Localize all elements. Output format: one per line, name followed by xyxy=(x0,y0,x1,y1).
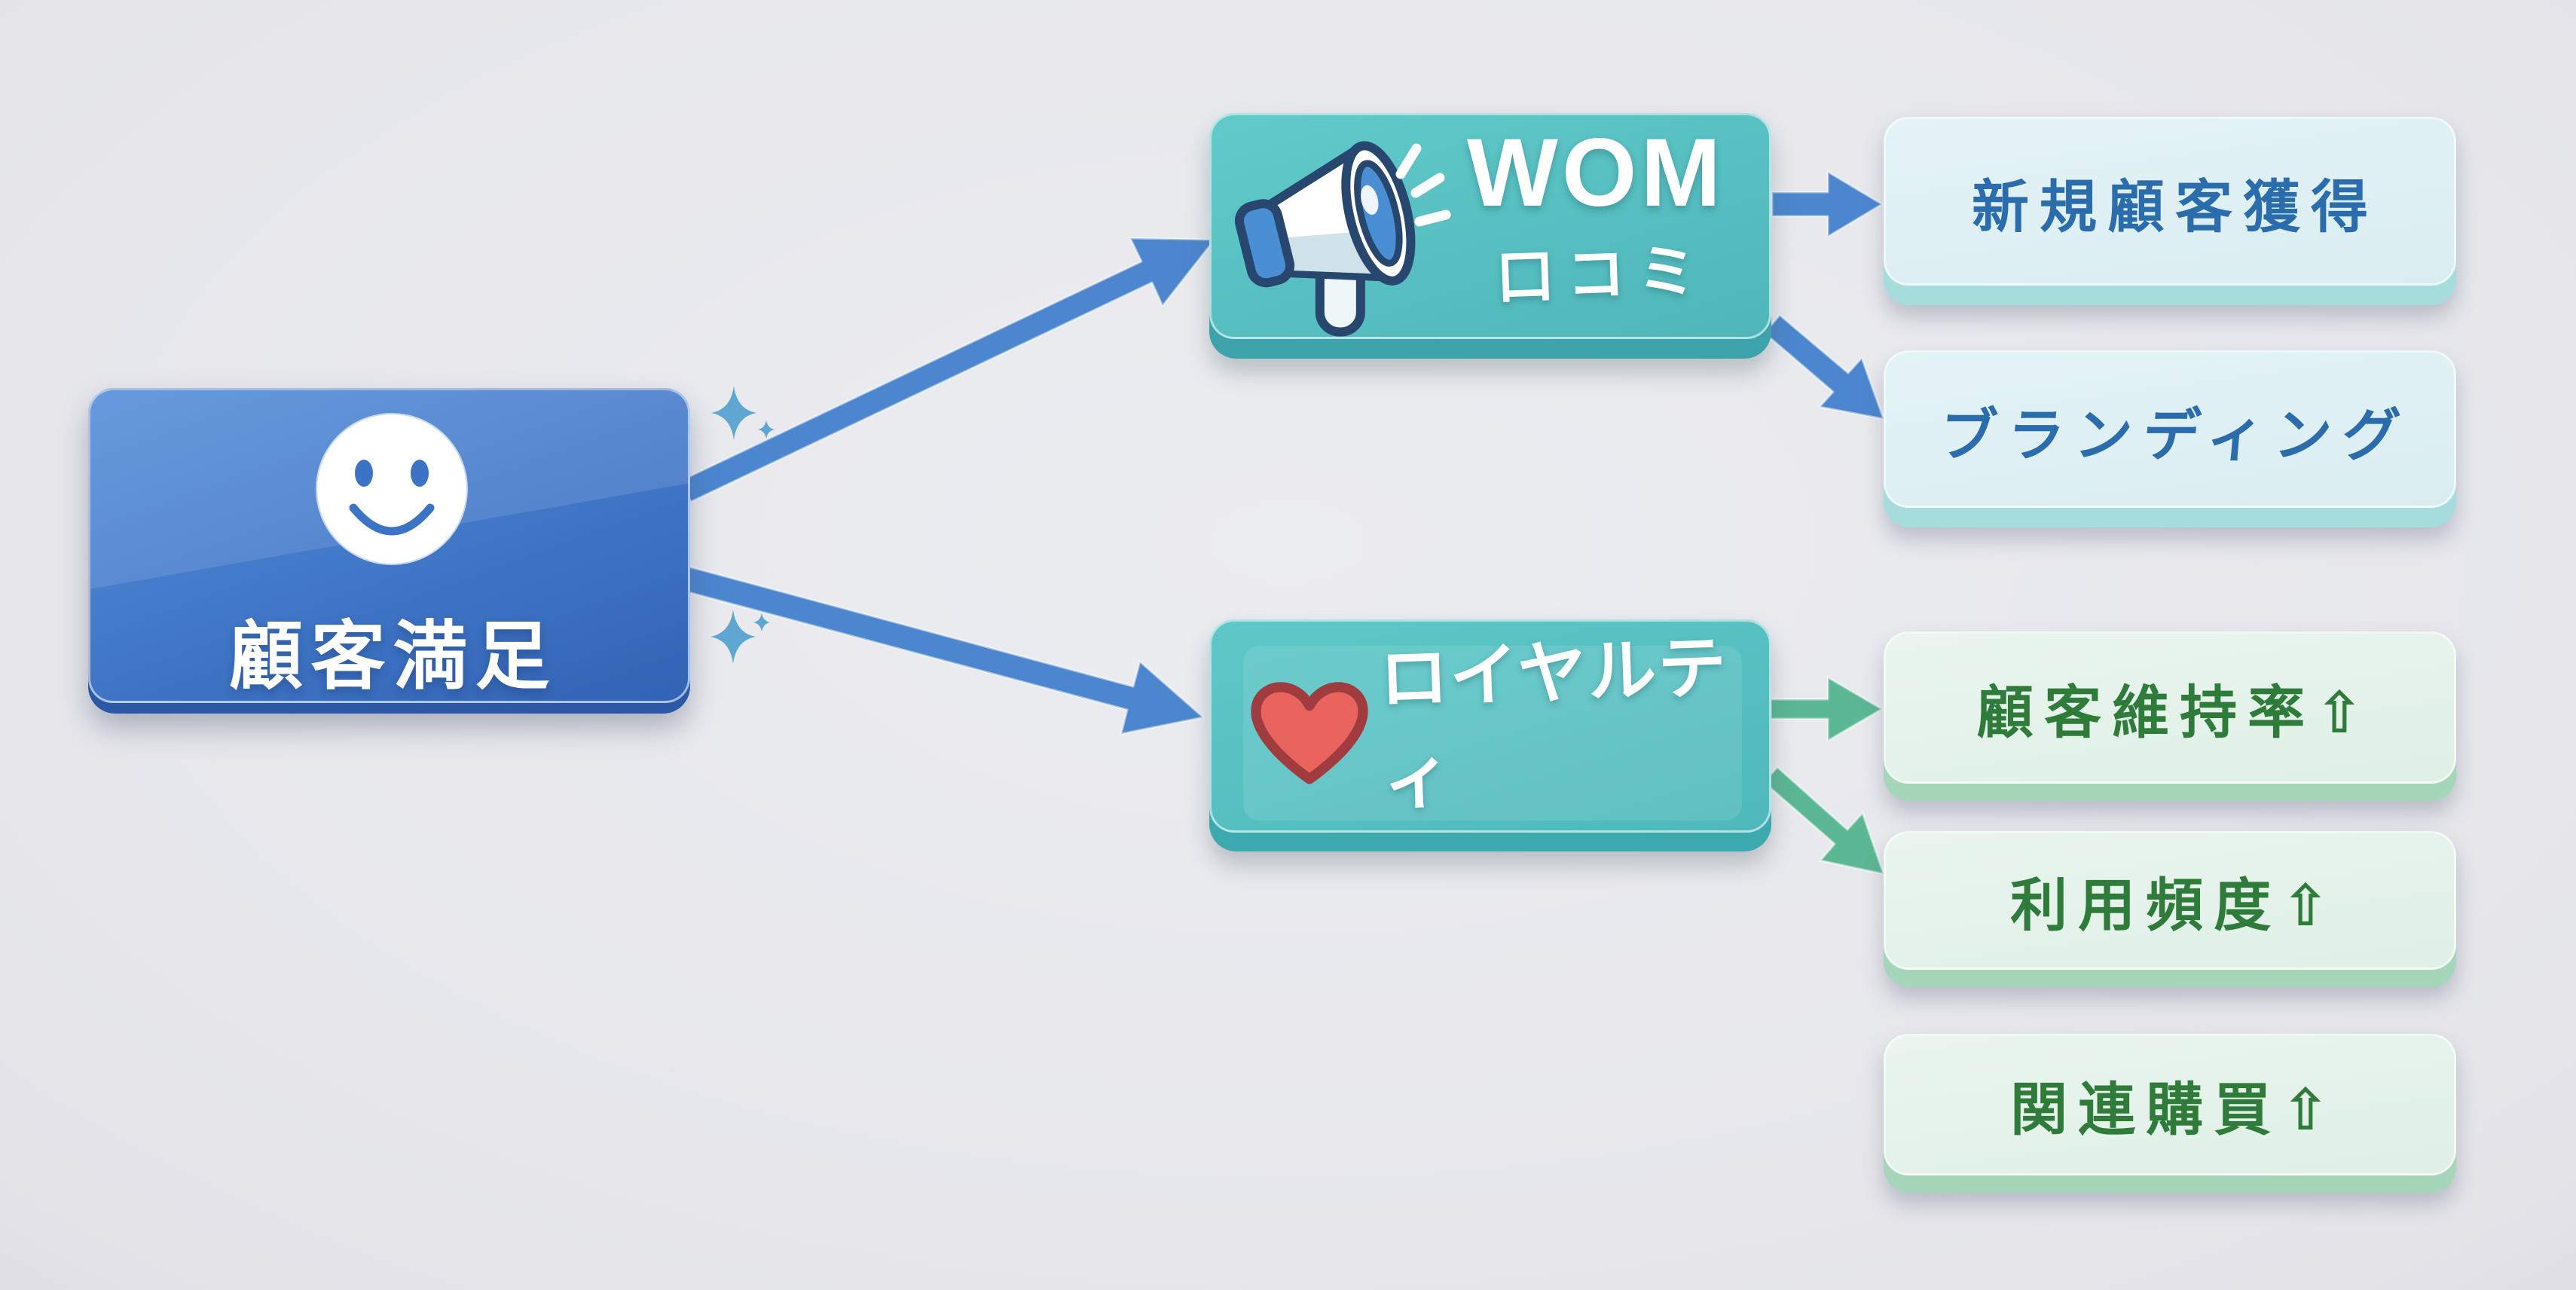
node-wom: WOM 口コミ xyxy=(1209,113,1771,359)
outcome-label: 関連購買⇧ xyxy=(2010,1078,2340,1142)
arrow-satisfaction-to-loyalty-icon xyxy=(681,565,1205,735)
sparkle-icon xyxy=(758,420,775,439)
megaphone-icon xyxy=(1234,141,1451,337)
node-text-wom: WOM 口コミ xyxy=(1438,120,1754,317)
outcome-label: 顧客維持率⇧ xyxy=(1976,680,2374,745)
node-title-wom: WOM xyxy=(1467,119,1725,227)
outcome-related-purchases-up: 関連購買⇧ xyxy=(1884,1034,2456,1193)
node-face: 顧客満足 xyxy=(88,388,690,703)
arrow-wom-to-branding-icon xyxy=(1763,313,1885,420)
node-label-loyalty: ロイヤルティ xyxy=(1378,629,1729,818)
outcome-usage-frequency-up: 利用頻度⇧ xyxy=(1884,831,2456,987)
sparkle-icon xyxy=(753,613,770,632)
node-face: ロイヤルティ xyxy=(1209,619,1771,833)
node-loyalty: ロイヤルティ xyxy=(1209,619,1771,851)
outcome-label: ブランディング xyxy=(1936,403,2413,468)
node-face: WOM 口コミ xyxy=(1209,113,1771,339)
outcome-label: 新規顧客獲得 xyxy=(1972,176,2379,240)
outcome-customer-retention-rate-up: 顧客維持率⇧ xyxy=(1884,631,2456,801)
outcome-label: 利用頻度⇧ xyxy=(2010,873,2340,938)
sparkle-icon xyxy=(710,610,756,664)
sound-waves-icon xyxy=(1395,143,1451,227)
arrow-satisfaction-to-wom-icon xyxy=(679,237,1216,503)
arrow-loyalty-to-retention-icon xyxy=(1769,676,1884,742)
node-subtitle-kuchikomi: 口コミ xyxy=(1494,237,1710,311)
arrow-loyalty-to-frequency-icon xyxy=(1762,766,1885,876)
smile-icon xyxy=(316,413,468,565)
arrow-wom-to-acquisition-icon xyxy=(1771,170,1884,238)
outcome-branding: ブランディング xyxy=(1884,350,2456,527)
node-label-customer-satisfaction: 顧客満足 xyxy=(228,614,558,698)
outcome-new-customer-acquisition: 新規顧客獲得 xyxy=(1884,117,2456,305)
node-customer-satisfaction: 顧客満足 xyxy=(88,388,690,714)
sparkle-icon xyxy=(711,386,756,440)
heart-icon xyxy=(1251,682,1368,784)
